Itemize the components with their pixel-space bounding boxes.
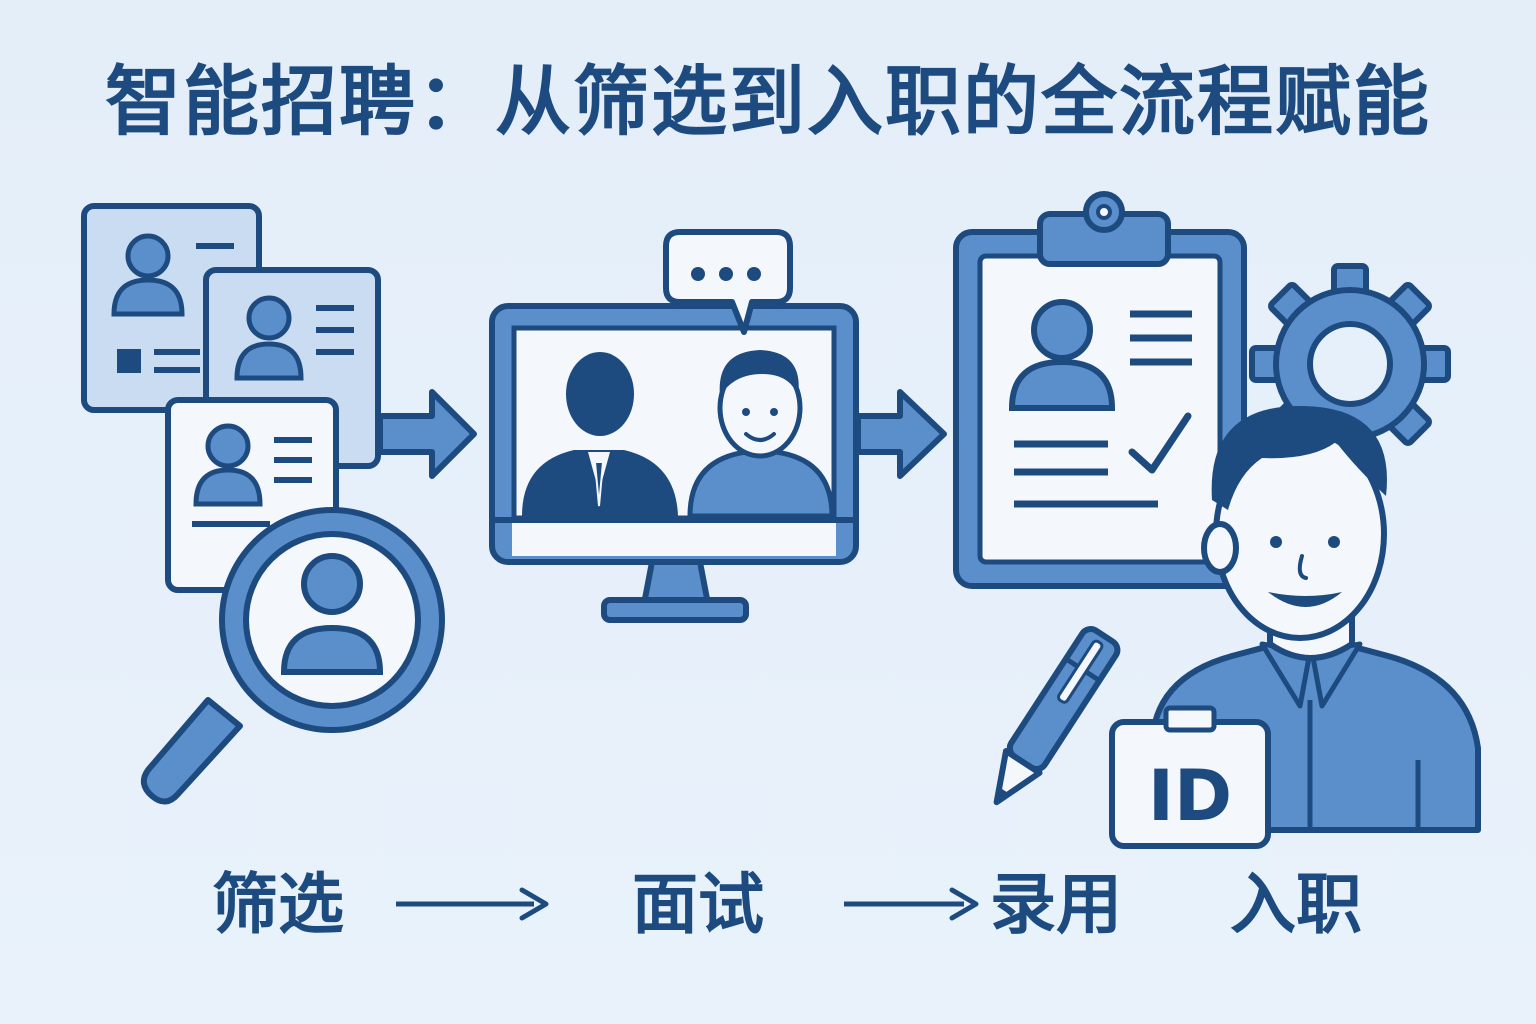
clipboard-offer-icon xyxy=(953,191,1247,589)
video-interview-icon xyxy=(489,229,859,623)
id-badge: ID xyxy=(1109,705,1271,849)
candidate-avatar xyxy=(687,350,835,519)
flow-arrow xyxy=(377,389,477,479)
page-title: 智能招聘：从筛选到入职的全流程赋能 xyxy=(105,57,1431,146)
interviewer-avatar xyxy=(522,352,678,516)
timeline-arrow xyxy=(396,887,549,921)
gear-icon xyxy=(1249,263,1451,465)
stage-label-interview: 面试 xyxy=(632,866,764,943)
id-badge-text: ID xyxy=(1148,755,1232,837)
pen-icon xyxy=(993,626,1121,806)
stage-label-onboarding: 入职 xyxy=(1230,866,1362,943)
timeline-arrow xyxy=(844,887,979,921)
stage-label-screening: 筛选 xyxy=(212,866,344,943)
checkmark-icon xyxy=(1128,412,1192,474)
resume-search-icon xyxy=(81,203,445,805)
magnifier-icon xyxy=(140,507,445,805)
stage-label-offer: 录用 xyxy=(990,866,1122,943)
speech-bubble-icon xyxy=(663,229,793,335)
new-employee-id-icon: ID xyxy=(1109,405,1481,849)
flow-arrow xyxy=(855,389,947,479)
